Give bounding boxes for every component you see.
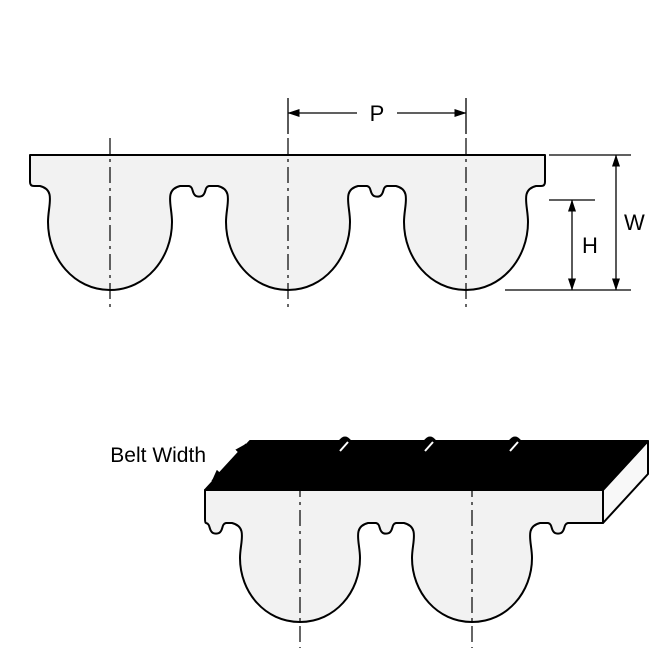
belt-profile-top-view: P W H bbox=[29, 98, 645, 312]
seam-tick bbox=[424, 441, 434, 452]
top-surface-seams bbox=[339, 441, 519, 452]
pitch-dimension: P bbox=[287, 98, 467, 134]
belt-width-arrow bbox=[211, 443, 247, 482]
seam-tick bbox=[339, 441, 349, 452]
belt-width-dimension: Belt Width bbox=[110, 443, 247, 482]
belt-front-face bbox=[204, 489, 604, 623]
back-edge-nubs bbox=[337, 436, 523, 443]
h-label: H bbox=[582, 233, 598, 258]
w-label: W bbox=[624, 210, 645, 235]
pitch-label: P bbox=[370, 101, 385, 126]
seam-tick bbox=[509, 441, 519, 452]
tooth-height-dimension: H bbox=[549, 199, 598, 291]
tooth-centerlines bbox=[109, 138, 467, 312]
back-edge-nub bbox=[337, 436, 353, 443]
back-edge-nub bbox=[422, 436, 438, 443]
tooth-centerlines-3d bbox=[299, 481, 473, 648]
belt-width-label: Belt Width bbox=[110, 444, 206, 467]
belt-perspective-view: Belt Width bbox=[110, 436, 649, 648]
back-edge-nub bbox=[507, 436, 523, 443]
